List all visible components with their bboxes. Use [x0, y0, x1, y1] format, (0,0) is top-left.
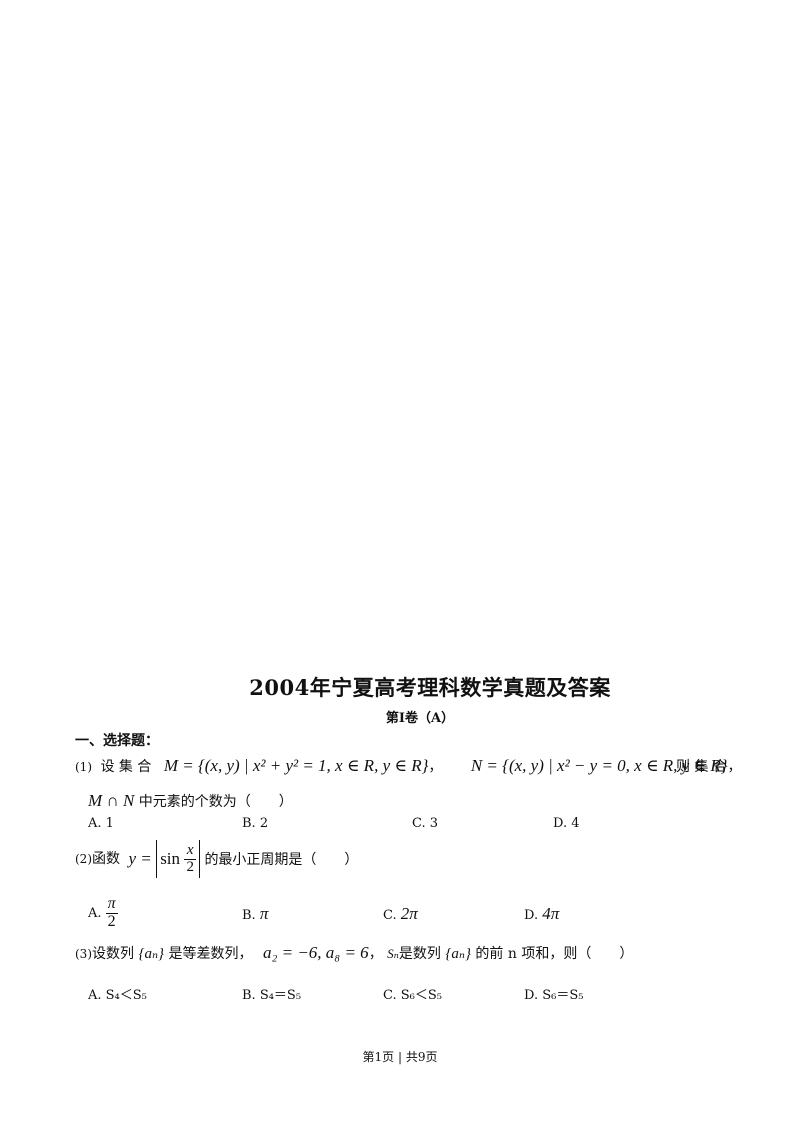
page-footer: 第1页 | 共9页 — [362, 1050, 438, 1064]
question-1-prompt: 中元素的个数为（ ） — [138, 794, 293, 810]
fraction-denominator: 2 — [186, 858, 194, 875]
option-d-label: D. — [524, 908, 539, 923]
question-2-option-d: D. 4π — [524, 904, 559, 924]
fraction-numerator: x — [184, 842, 196, 860]
question-2-option-a: A. π 2 — [88, 895, 118, 931]
paper-part-heading: 第Ⅰ卷（A） — [385, 711, 455, 726]
question-3-middle: 是等差数列， — [168, 946, 253, 962]
option-b-label: B. — [242, 908, 256, 923]
sin-label: sin — [160, 849, 181, 868]
sequence-expression-2: {aₙ} — [445, 946, 471, 962]
question-3-line: (3)设数列 {aₙ} 是等差数列， a₂ = −6, a₈ = 6， Sₙ是数… — [75, 943, 633, 963]
question-3-lead: 设数列 — [92, 946, 134, 962]
option-c-label: C. — [383, 908, 397, 923]
question-3-option-d: D. S₆＝S₅ — [524, 988, 584, 1003]
question-2-prompt: 的最小正周期是（ ） — [204, 852, 359, 868]
question-1-option-a: A. 1 — [88, 816, 114, 831]
intersection-expression: M ∩ N — [88, 791, 135, 810]
absolute-value-bars: sin x 2 — [156, 840, 200, 878]
question-1-number: (1) — [75, 760, 92, 774]
question-3-option-b: B. S₄＝S₅ — [242, 988, 302, 1003]
question-3-number: (3) — [75, 947, 92, 961]
option-d-value: 4π — [542, 904, 560, 923]
question-3-prompt: 的前 n 项和，则（ ） — [475, 946, 634, 962]
question-1-option-b: B. 2 — [242, 816, 269, 831]
pi-denominator: 2 — [105, 912, 118, 931]
question-2-line: (2)函数 y = sin x 2 的最小正周期是（ ） — [75, 840, 358, 878]
question-2-number: (2) — [75, 852, 92, 866]
option-c-value: 2π — [400, 904, 418, 923]
separator-2: ， — [727, 759, 742, 775]
question-1-option-c: C. 3 — [412, 816, 439, 831]
question-3-option-c: C. S₆＜S₅ — [383, 988, 442, 1003]
option-b-value: π — [259, 904, 269, 923]
question-2-option-b: B. π — [242, 904, 268, 924]
pi-numerator: π — [107, 895, 116, 912]
question-1-tail: 则 集 合 — [676, 759, 727, 775]
partial-sum-symbol: Sₙ — [387, 946, 399, 961]
question-3-middle-2: 是数列 — [398, 946, 441, 962]
sequence-condition: a₂ = −6, a₈ = 6 — [262, 943, 369, 962]
pi-over-2-fraction: π 2 — [105, 895, 118, 931]
separator: ， — [428, 759, 443, 775]
document-title: 2004年宁夏高考理科数学真题及答案 — [249, 675, 611, 700]
question-1-option-d: D. 4 — [553, 816, 580, 831]
set-m-expression: M = {(x, y) | x² + y² = 1, x ∈ R, y ∈ R} — [163, 756, 429, 775]
x-over-2-fraction: x 2 — [184, 842, 196, 876]
set-n-expression: N = {(x, y) | x² − y = 0, x ∈ R, y ∈ R} — [470, 756, 728, 775]
option-a-label: A. — [88, 905, 102, 921]
section-heading: 一、选择题： — [75, 733, 159, 749]
sequence-expression: {aₙ} — [138, 946, 165, 962]
question-1-lead: 设 集 合 — [100, 759, 152, 775]
question-3-separator: ， — [368, 946, 383, 962]
question-2-option-c: C. 2π — [383, 904, 418, 924]
function-y: y = — [128, 849, 152, 868]
question-1-line-1: (1) 设 集 合 M = {(x, y) | x² + y² = 1, x ∈… — [75, 756, 742, 776]
question-2-lead: 函数 — [92, 851, 120, 867]
question-3-option-a: A. S₄＜S₅ — [88, 988, 147, 1003]
question-1-line-2: M ∩ N 中元素的个数为（ ） — [88, 791, 293, 811]
